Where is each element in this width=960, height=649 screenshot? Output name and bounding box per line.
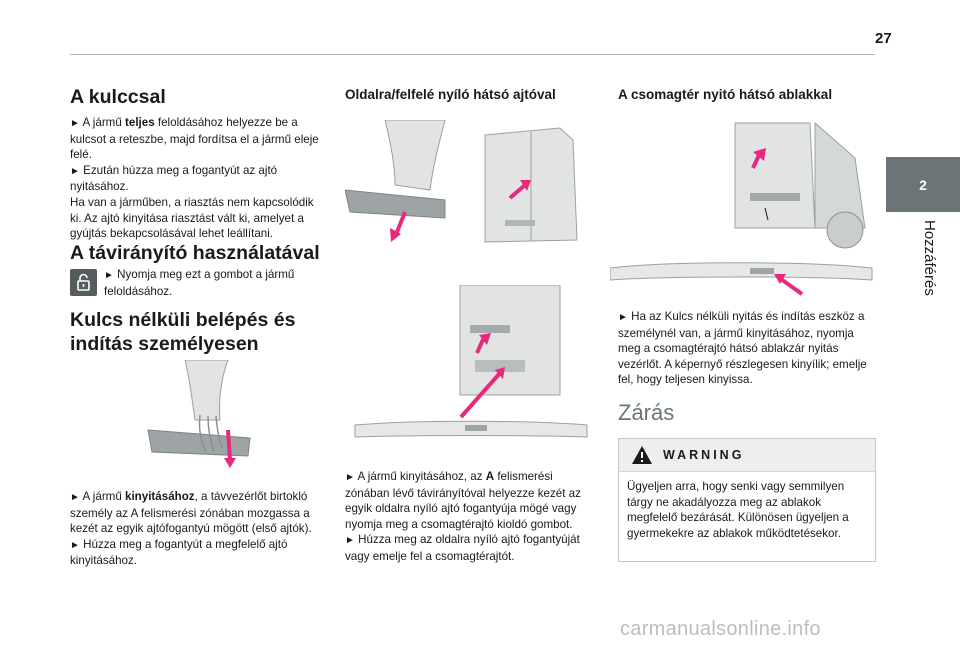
remote-section: A távirányító használatával xyxy=(70,241,322,265)
bullet-arrow: ► xyxy=(70,165,80,177)
bullet-arrow: ► xyxy=(345,535,355,547)
unlock-button-icon xyxy=(70,269,97,296)
rear-door-hand-illustration xyxy=(344,119,585,265)
rear-window-text: ► Ha az Kulcs nélküli nyitás és indítás … xyxy=(618,310,867,387)
watermark: carmanualsonline.info xyxy=(620,618,821,640)
remote-text: ► Nyomja meg ezt a gombot a jármű felold… xyxy=(104,268,295,298)
warning-header: WARNING xyxy=(619,439,875,472)
bullet-arrow: ► xyxy=(70,492,80,503)
hand-handle-illustration xyxy=(140,359,260,475)
bullet-arrow: ► xyxy=(618,312,628,323)
chapter-label: Hozzáférés xyxy=(921,220,938,296)
warning-title: WARNING xyxy=(663,448,745,462)
warning-text: Ügyeljen arra, hogy senki vagy semmilyen… xyxy=(627,480,849,540)
column-1: A kulccsal ► A jármű teljes feloldásához… xyxy=(70,85,322,242)
bullet-arrow: ► xyxy=(70,539,80,551)
bullet-arrow: ► xyxy=(70,118,80,129)
page-number: 27 xyxy=(875,30,892,47)
side-door-text: ► A jármű kinyitásához, az A felismerési… xyxy=(345,470,581,563)
heading-rear-window: A csomagtér nyitó hátsó ablakkal xyxy=(618,87,833,102)
key-paragraph-2: ► Ezután húzza meg a fogantyút az ajtó n… xyxy=(70,163,278,194)
keyless-text: ► A jármű kinyitásához, a távvezérlőt bi… xyxy=(70,490,312,568)
bullet-arrow: ► xyxy=(345,472,355,483)
heading-remote: A távirányító használatával xyxy=(70,242,320,264)
heading-side-door: Oldalra/felfelé nyíló hátsó ajtóval xyxy=(345,87,556,102)
key-paragraph-1: ► A jármű teljes feloldásához helyezze b… xyxy=(70,116,319,162)
chapter-tab[interactable]: 2 xyxy=(886,157,960,212)
heading-keyless: Kulcs nélküli belépés és indítás személy… xyxy=(70,309,296,355)
bullet-arrow: ► xyxy=(104,270,114,281)
heading-closing: Zárás xyxy=(618,400,675,425)
column-2: Oldalra/felfelé nyíló hátsó ajtóval xyxy=(345,86,595,104)
warning-box: WARNING Ügyeljen arra, hogy senki vagy s… xyxy=(618,438,876,562)
key-paragraph-3: Ha van a járműben, a riasztás nem kapcso… xyxy=(70,195,314,241)
tailgate-button-illustration xyxy=(345,284,590,465)
warning-triangle-icon xyxy=(632,446,652,464)
heading-key: A kulccsal xyxy=(70,86,166,108)
top-divider xyxy=(70,54,875,55)
closing-section: Zárás xyxy=(618,400,874,426)
rear-window-illustration xyxy=(609,118,875,308)
column-3: A csomagtér nyitó hátsó ablakkal xyxy=(618,86,874,104)
keyless-section: Kulcs nélküli belépés és indítás személy… xyxy=(70,308,322,356)
